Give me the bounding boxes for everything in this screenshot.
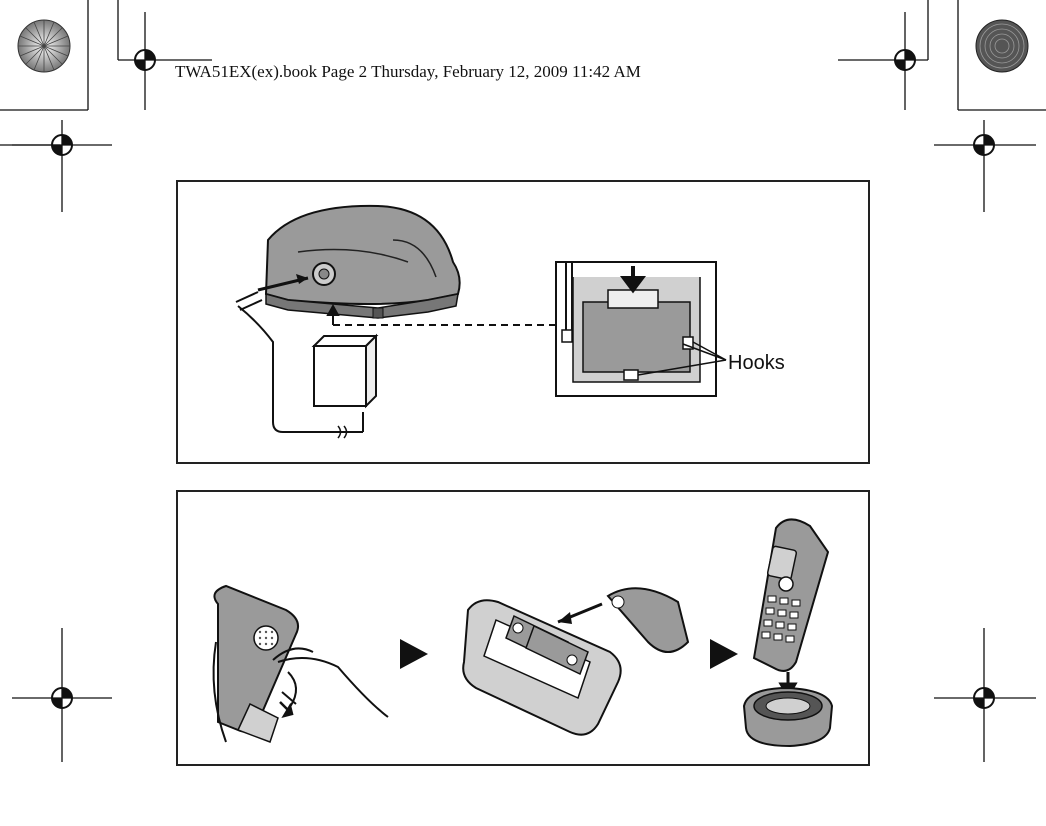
registration-crosshair-icon: [118, 12, 212, 110]
registration-crosshair-icon: [934, 120, 1036, 212]
crop-mark-top-left: [0, 0, 119, 146]
battery-installation-illustration: [212, 518, 834, 748]
cable-hooks-detail-icon: [555, 261, 717, 397]
registration-crosshair-icon: [838, 12, 928, 110]
registration-crosshair-icon: [12, 120, 112, 212]
registration-crosshair-icon: [934, 628, 1036, 762]
base-connection-illustration: [235, 204, 727, 439]
handset-cover-removal-icon: [212, 584, 389, 743]
starburst-rays-icon: [18, 20, 70, 72]
crop-mark-top-right: [927, 0, 1046, 111]
play-triangle-icon: [400, 639, 428, 669]
ac-adaptor-icon: [311, 333, 379, 409]
registration-crosshair-icon: [12, 628, 112, 762]
handset-on-charger-icon: [742, 518, 834, 748]
color-bar-dark-starburst-icon: [975, 19, 1029, 73]
starburst-rings-icon: [979, 23, 1025, 69]
figure-battery-installation: [176, 490, 870, 766]
play-triangle-icon: [710, 639, 738, 669]
hooks-callout-label: Hooks: [728, 352, 785, 374]
print-header-text: TWA51EX(ex).book Page 2 Thursday, Februa…: [175, 62, 641, 81]
figure-base-connection: [176, 180, 870, 464]
battery-insertion-icon: [462, 587, 690, 736]
base-unit-icon: [264, 204, 461, 319]
